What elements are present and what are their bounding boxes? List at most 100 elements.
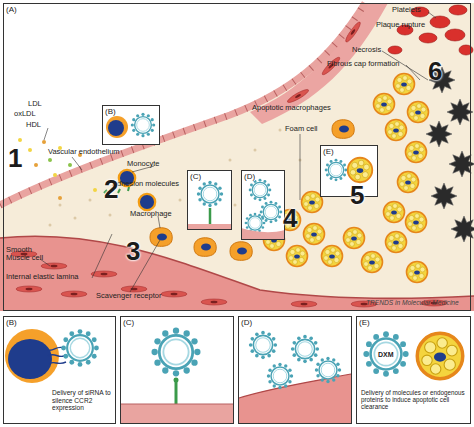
inset-c-content (187, 170, 232, 230)
foam-cells-part (398, 172, 419, 193)
structure-label: Apoptotic macrophages (252, 104, 331, 112)
foam-cells-part (304, 224, 325, 245)
structure-label: HDL (26, 121, 41, 129)
foam-cells-part (394, 74, 415, 95)
macrophages-part (150, 228, 172, 247)
panel-d-content-part (249, 331, 277, 359)
inset-box: (E) (320, 145, 378, 197)
structure-label: oxLDL (14, 110, 36, 118)
panel-e-content (363, 331, 462, 378)
structure-label: Adhesion molecules (112, 180, 179, 188)
callout-number: 2 (104, 176, 118, 202)
inset-b-content (102, 105, 160, 145)
structure-label: Necrosis (352, 46, 381, 54)
intima-dots-part (49, 224, 52, 227)
panel-d-content-part (315, 357, 341, 383)
lipoproteins-part (28, 148, 32, 152)
panel-label: (E) (323, 147, 334, 156)
inset-d-content-part (241, 228, 285, 240)
structure-label: Monocyte (127, 160, 160, 168)
platelets (388, 5, 473, 55)
inset-b-content-part (102, 105, 160, 145)
panel-c-content (121, 327, 233, 423)
inset-c-content-part (197, 181, 223, 207)
structure-label: Foam cell (285, 125, 318, 133)
panel-d-content-part (291, 335, 319, 363)
smooth-muscle-cells-part (61, 291, 87, 297)
inset-box: (B) (102, 105, 160, 145)
intima-dots-part (229, 159, 232, 162)
platelets-part (445, 29, 465, 41)
inset-c-content-part (187, 170, 232, 230)
journal-watermark: TRENDS in Molecular Medicine (366, 299, 459, 306)
necrotic-cells-part (447, 99, 473, 125)
smooth-muscle-cells-part (161, 291, 187, 297)
intima-dots-part (109, 214, 112, 217)
structure-label: Platelets (392, 6, 421, 14)
leader-lines-part (300, 134, 301, 200)
panel-c-content-part (121, 404, 233, 423)
structure-label: Macrophage (130, 210, 172, 218)
panel-e-content-part (417, 333, 463, 379)
inset-e-content (320, 145, 378, 197)
intima-dots-part (59, 204, 62, 207)
panel-c-content-part (175, 378, 178, 404)
foam-cells-part (406, 212, 427, 233)
foam-cells-part (287, 246, 308, 267)
foam-cells-part (386, 120, 407, 141)
sub-panel: (D) (238, 316, 352, 424)
panel-text: DXM (378, 351, 394, 359)
panel-c-content-part (174, 378, 179, 383)
leader-lines-part (428, 12, 436, 18)
foam-cells-part (407, 262, 428, 283)
foam-cells-part (384, 202, 405, 223)
leader-lines (40, 12, 436, 292)
sub-panel: (B)Delivery of siRNA to silence CCR2 exp… (3, 316, 116, 424)
structure-label: Fibrous cap formation (327, 60, 400, 68)
panel-d-content-part (267, 363, 293, 389)
lipoproteins-part (18, 138, 22, 142)
structure-label: Internal elastic lamina (6, 273, 79, 281)
smooth-muscle-cells-part (291, 301, 317, 307)
foam-cells-part (386, 232, 407, 253)
platelets-part (430, 16, 450, 28)
monocytes (104, 170, 155, 210)
panel-b-content (5, 329, 99, 383)
intima-dots-part (254, 149, 257, 152)
structure-label: Smooth Muscle cell (6, 246, 46, 263)
inset-d-content-part (249, 179, 272, 202)
lipoproteins-part (68, 163, 72, 167)
structure-label: LDL (28, 100, 42, 108)
necrotic-cells (426, 67, 474, 242)
foam-cells-part (408, 102, 429, 123)
structure-label: Vascular endothelium (48, 148, 120, 156)
inset-d-content-part (260, 201, 283, 224)
panel-label: (B) (105, 107, 116, 116)
inset-c-content-part (209, 208, 212, 226)
smooth-muscle-cells-part (41, 263, 67, 269)
foam-cells-part (344, 228, 365, 249)
lipoproteins-part (93, 188, 97, 192)
lipoproteins-part (48, 158, 52, 162)
intima-dots-part (279, 129, 282, 132)
endothelium (0, 3, 365, 205)
leader-lines-part (44, 128, 48, 140)
inset-box: (C) (187, 170, 232, 230)
monocytes-part (139, 194, 155, 210)
leader-lines-part (406, 65, 420, 80)
lipoproteins-part (42, 140, 46, 144)
inset-d-content-part (241, 170, 285, 240)
platelets-part (419, 33, 437, 43)
structure-label: Scavenger receptor (96, 292, 161, 300)
callout-number: 4 (283, 205, 297, 231)
panel-text: Delivery of molecules or endogenous prot… (361, 389, 468, 411)
panel-text: Delivery of siRNA to silence CCR2 expres… (52, 389, 114, 412)
platelets-part (449, 5, 467, 15)
panel-c-content-part (151, 327, 200, 376)
panel-label: (C) (190, 172, 201, 181)
foam-cells-part (406, 142, 427, 163)
panel-label: (A) (6, 5, 17, 14)
lipoproteins-part (34, 163, 38, 167)
intima-dots-part (234, 204, 237, 207)
panel-e-content-part (363, 331, 408, 376)
